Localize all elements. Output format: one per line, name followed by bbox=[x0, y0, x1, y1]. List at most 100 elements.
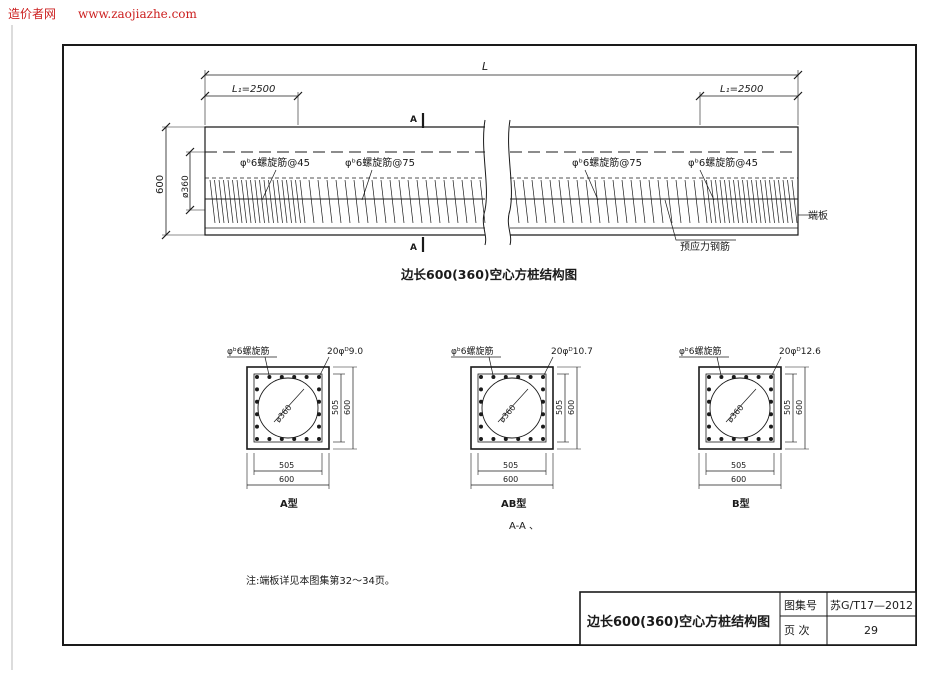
spiral-hatch-line bbox=[277, 179, 283, 224]
spiral-outline bbox=[253, 373, 323, 443]
prestress-bars bbox=[479, 375, 545, 441]
spiral-hatch-line bbox=[272, 179, 279, 224]
spiral-hatch-line bbox=[791, 179, 798, 224]
spiral-hatch-line bbox=[268, 179, 274, 224]
spiral-hatch-line bbox=[295, 179, 301, 224]
spiral-hatch-line bbox=[470, 179, 477, 224]
spiral-hatch-line bbox=[479, 179, 486, 224]
spiral-hatch-line bbox=[344, 179, 351, 224]
spiral-hatch-line bbox=[407, 179, 414, 224]
prestress-bar-dot bbox=[279, 375, 284, 379]
spiral-label-left-mid: φᵇ6螺旋筋@75 bbox=[345, 156, 415, 169]
prestress-bar-dot bbox=[255, 399, 259, 404]
prestress-bar-dot bbox=[479, 412, 483, 417]
spiral-hatch-line bbox=[684, 179, 691, 224]
spiral-hatch-line bbox=[540, 179, 547, 224]
prestress-bar-dot bbox=[479, 399, 483, 404]
spiral-hatch-line bbox=[751, 179, 757, 224]
section-inner-dim-vertical: 505 bbox=[331, 400, 340, 415]
spiral-hatch-line bbox=[773, 179, 780, 224]
prestress-bar-dot bbox=[516, 375, 521, 379]
spiral-hatch-line bbox=[218, 179, 225, 224]
prestress-bar-dot bbox=[317, 399, 321, 404]
side-dim-tick-bottom bbox=[161, 230, 171, 240]
section-bar-label: 20φᴰ10.7 bbox=[551, 347, 593, 357]
section-bar-label: 20φᴰ12.6 bbox=[779, 347, 821, 357]
prestress-bar-dot bbox=[769, 437, 773, 441]
section-spiral-label: φᵇ6螺旋筋 bbox=[451, 345, 494, 357]
prestress-bar-dot bbox=[707, 375, 711, 379]
hollow-core bbox=[257, 377, 319, 439]
spiral-hatch-line bbox=[353, 179, 360, 224]
break-line-right bbox=[507, 119, 512, 246]
prestress-bar-dot bbox=[317, 412, 321, 417]
end-length-tick-left bbox=[293, 91, 303, 101]
spiral-hatch-line bbox=[549, 179, 556, 224]
prestress-bar-dot bbox=[744, 375, 749, 379]
prestress-bar-dot bbox=[279, 437, 284, 441]
section-outer-dim-vertical: 600 bbox=[343, 400, 352, 415]
spiral-hatch-line bbox=[764, 179, 771, 224]
prestress-bar-dot bbox=[541, 375, 545, 379]
spiral-hatch-line bbox=[787, 179, 793, 224]
spiral-hatch-line bbox=[594, 179, 601, 224]
spiral-hatch-line bbox=[362, 179, 369, 224]
spiral-leader-left-end bbox=[261, 169, 277, 201]
section-b: φᵇ6螺旋筋 20φᴰ12.6 ø360 505 600 505 600 B型 bbox=[679, 345, 821, 510]
spiral-hatch-line bbox=[576, 179, 583, 224]
prestress-bar-dot bbox=[744, 437, 749, 441]
spiral-hatch-line bbox=[227, 179, 234, 224]
prestress-bar-dot bbox=[769, 412, 773, 417]
prestress-bars bbox=[707, 375, 773, 441]
prestress-bar-dot bbox=[491, 375, 496, 379]
spiral-hatch-line bbox=[236, 179, 243, 224]
prestress-bar-dot bbox=[528, 375, 533, 379]
section-hole-label: ø360 bbox=[498, 403, 518, 424]
spiral-hatch-line bbox=[666, 179, 673, 224]
spiral-hatch-line bbox=[675, 179, 682, 224]
hollow-dimension-label: ø360 bbox=[181, 175, 191, 198]
spiral-hatch-line bbox=[241, 179, 247, 224]
prestress-bar-dot bbox=[769, 375, 773, 379]
prestress-bar-dot bbox=[769, 387, 773, 392]
spiral-hatch-line bbox=[513, 179, 520, 224]
prestress-bar-dot bbox=[756, 437, 761, 441]
section-spiral-label: φᵇ6螺旋筋 bbox=[227, 345, 270, 357]
end-length-tick-left-2 bbox=[200, 91, 210, 101]
spiral-hatch-line bbox=[657, 179, 664, 224]
pile-body-left bbox=[204, 126, 485, 236]
section-inner-dim-horizontal: 505 bbox=[503, 461, 518, 470]
end-plate-label: 端板 bbox=[808, 209, 828, 222]
prestress-bar-dot bbox=[255, 375, 259, 379]
spiral-hatch-line bbox=[531, 179, 538, 224]
prestress-bar-dot bbox=[479, 424, 483, 429]
spiral-hatch-line bbox=[259, 179, 265, 224]
end-length-label-right: L₁=2500 bbox=[720, 84, 763, 95]
section-inner-dim-vertical: 505 bbox=[783, 400, 792, 415]
prestress-bar-dot bbox=[541, 424, 545, 429]
prestress-bar-dot bbox=[479, 437, 483, 441]
prestress-bar-dot bbox=[255, 412, 259, 417]
prestress-bar-dot bbox=[707, 387, 711, 392]
spiral-hatch-line bbox=[209, 179, 216, 224]
prestress-bar-dot bbox=[317, 387, 321, 392]
section-inner-dim-vertical: 505 bbox=[555, 400, 564, 415]
spiral-hatch-line bbox=[719, 179, 726, 224]
length-dim-tick-right bbox=[793, 70, 803, 80]
section-outer-dim-vertical: 600 bbox=[795, 400, 804, 415]
spiral-leader-right-mid bbox=[584, 169, 599, 201]
prestress-bar-dot bbox=[707, 412, 711, 417]
prestress-bar-dot bbox=[255, 437, 259, 441]
prestress-bar-dot bbox=[769, 399, 773, 404]
prestress-bar-dot bbox=[731, 375, 736, 379]
section-outer-dim-vertical: 600 bbox=[567, 400, 576, 415]
spiral-hatch-line bbox=[461, 179, 468, 224]
spiral-leader bbox=[488, 356, 494, 376]
prestress-bar-dot bbox=[491, 437, 496, 441]
spiral-hatch-line bbox=[232, 179, 238, 224]
spiral-leader bbox=[716, 356, 722, 376]
spiral-hatch-line bbox=[778, 179, 784, 224]
prestress-bar-dot bbox=[756, 375, 761, 379]
prestress-bar-dot bbox=[707, 399, 711, 404]
spiral-hatch-line bbox=[710, 179, 717, 224]
